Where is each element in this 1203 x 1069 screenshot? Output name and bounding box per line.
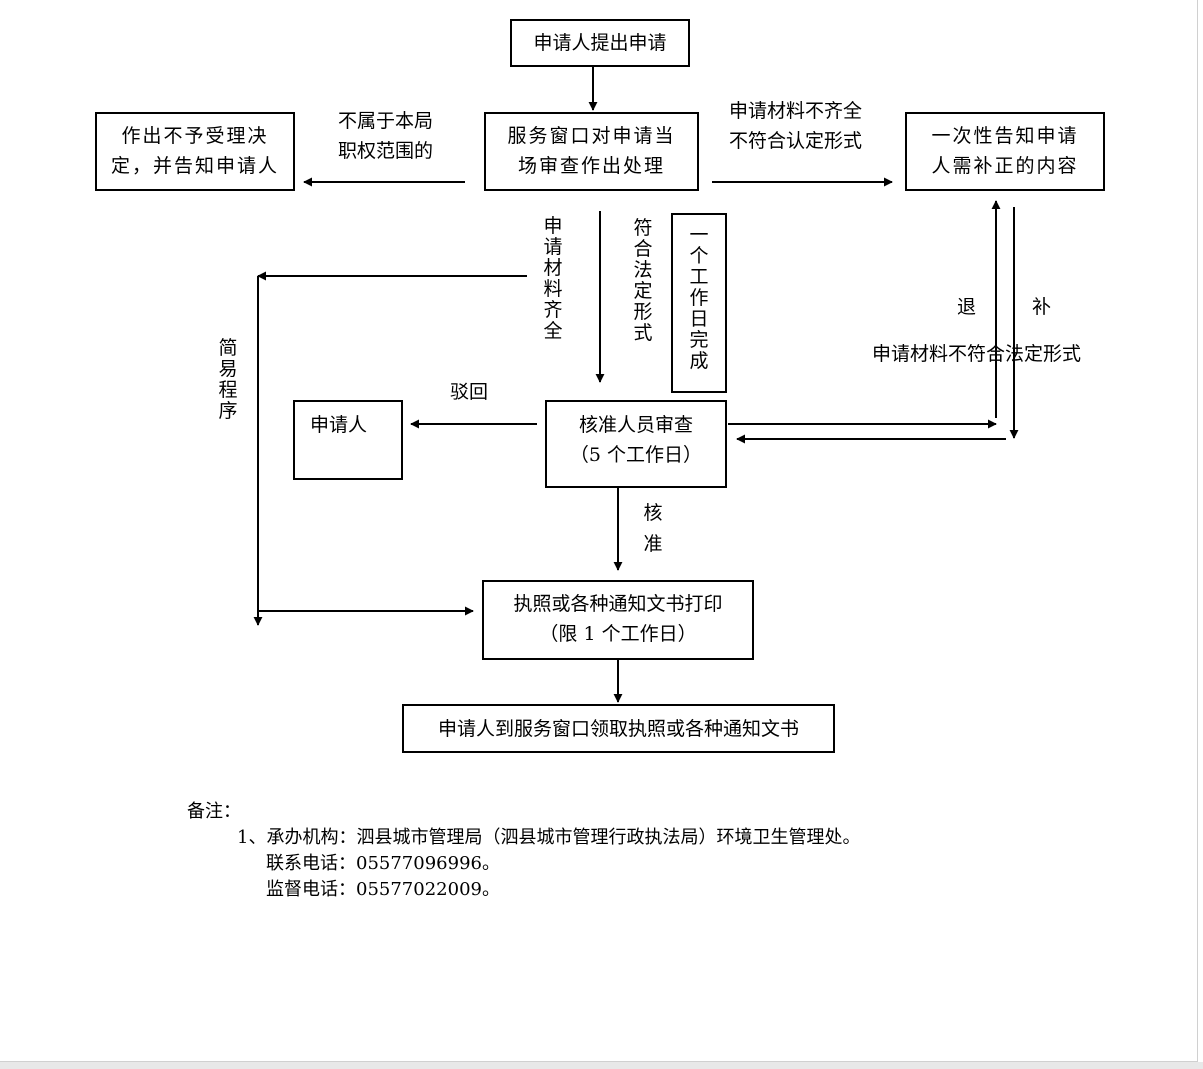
service-window-line1: 服务窗口对申请当 [507, 125, 676, 147]
service-window-line2: 场审查作出处理 [517, 155, 665, 177]
collect-text: 申请人到服务窗口领取执照或各种通知文书 [437, 718, 799, 740]
notes-supervise: 监督电话：05577022009。 [266, 879, 500, 900]
notes-item1: 1、承办机构：泗县城市管理局（泗县城市管理行政执法局）环境卫生管理处。 [237, 827, 861, 848]
review-box: 核准人员审查 （5 个工作日） [545, 400, 727, 488]
notify-correction-line1: 一次性告知申请 [931, 125, 1079, 147]
notes-title: 备注： [187, 801, 241, 822]
label-legal-form: 符合法定形式 [633, 217, 653, 344]
label-not-in-scope: 不属于本局 职权范围的 [338, 110, 434, 162]
apply-text: 申请人提出申请 [533, 32, 667, 54]
reject-decision-box: 作出不予受理决 定，并告知申请人 [95, 112, 295, 191]
print-line1: 执照或各种通知文书打印 [513, 593, 723, 615]
label-incomplete: 申请材料不齐全 不符合认定形式 [729, 100, 863, 152]
review-line1: 核准人员审查 [578, 414, 693, 436]
one-workday-box: 一个工作日完成 [671, 213, 727, 393]
page-bottom-strip [0, 1062, 1203, 1069]
collect-box: 申请人到服务窗口领取执照或各种通知文书 [402, 704, 835, 753]
label-not-legal-form: 申请材料不符合法定形式 [872, 343, 1082, 365]
notes-phone: 联系电话：05577096996。 [266, 853, 500, 874]
one-workday-text: 一个工作日完成 [689, 224, 709, 372]
print-box: 执照或各种通知文书打印 （限 1 个工作日） [482, 580, 754, 660]
label-supplement: 补 [1032, 296, 1052, 318]
applicant-text: 申请人 [310, 414, 368, 436]
print-line2: （限 1 个工作日） [539, 623, 697, 645]
reject-decision-line1: 作出不予受理决 [121, 125, 269, 147]
service-window-box: 服务窗口对申请当 场审查作出处理 [484, 112, 699, 191]
label-simple-procedure: 简易程序 [218, 337, 238, 422]
notify-correction-box: 一次性告知申请 人需补正的内容 [905, 112, 1105, 191]
label-reject-back: 驳回 [450, 381, 489, 403]
label-approve: 核准 [643, 502, 663, 555]
applicant-box: 申请人 [293, 400, 403, 480]
apply-box: 申请人提出申请 [510, 19, 690, 67]
label-materials-complete: 申请材料齐全 [543, 215, 563, 342]
reject-decision-line2: 定，并告知申请人 [110, 155, 279, 177]
notify-correction-line2: 人需补正的内容 [931, 155, 1079, 177]
review-line2: （5 个工作日） [569, 444, 703, 466]
label-return: 退 [957, 296, 977, 318]
